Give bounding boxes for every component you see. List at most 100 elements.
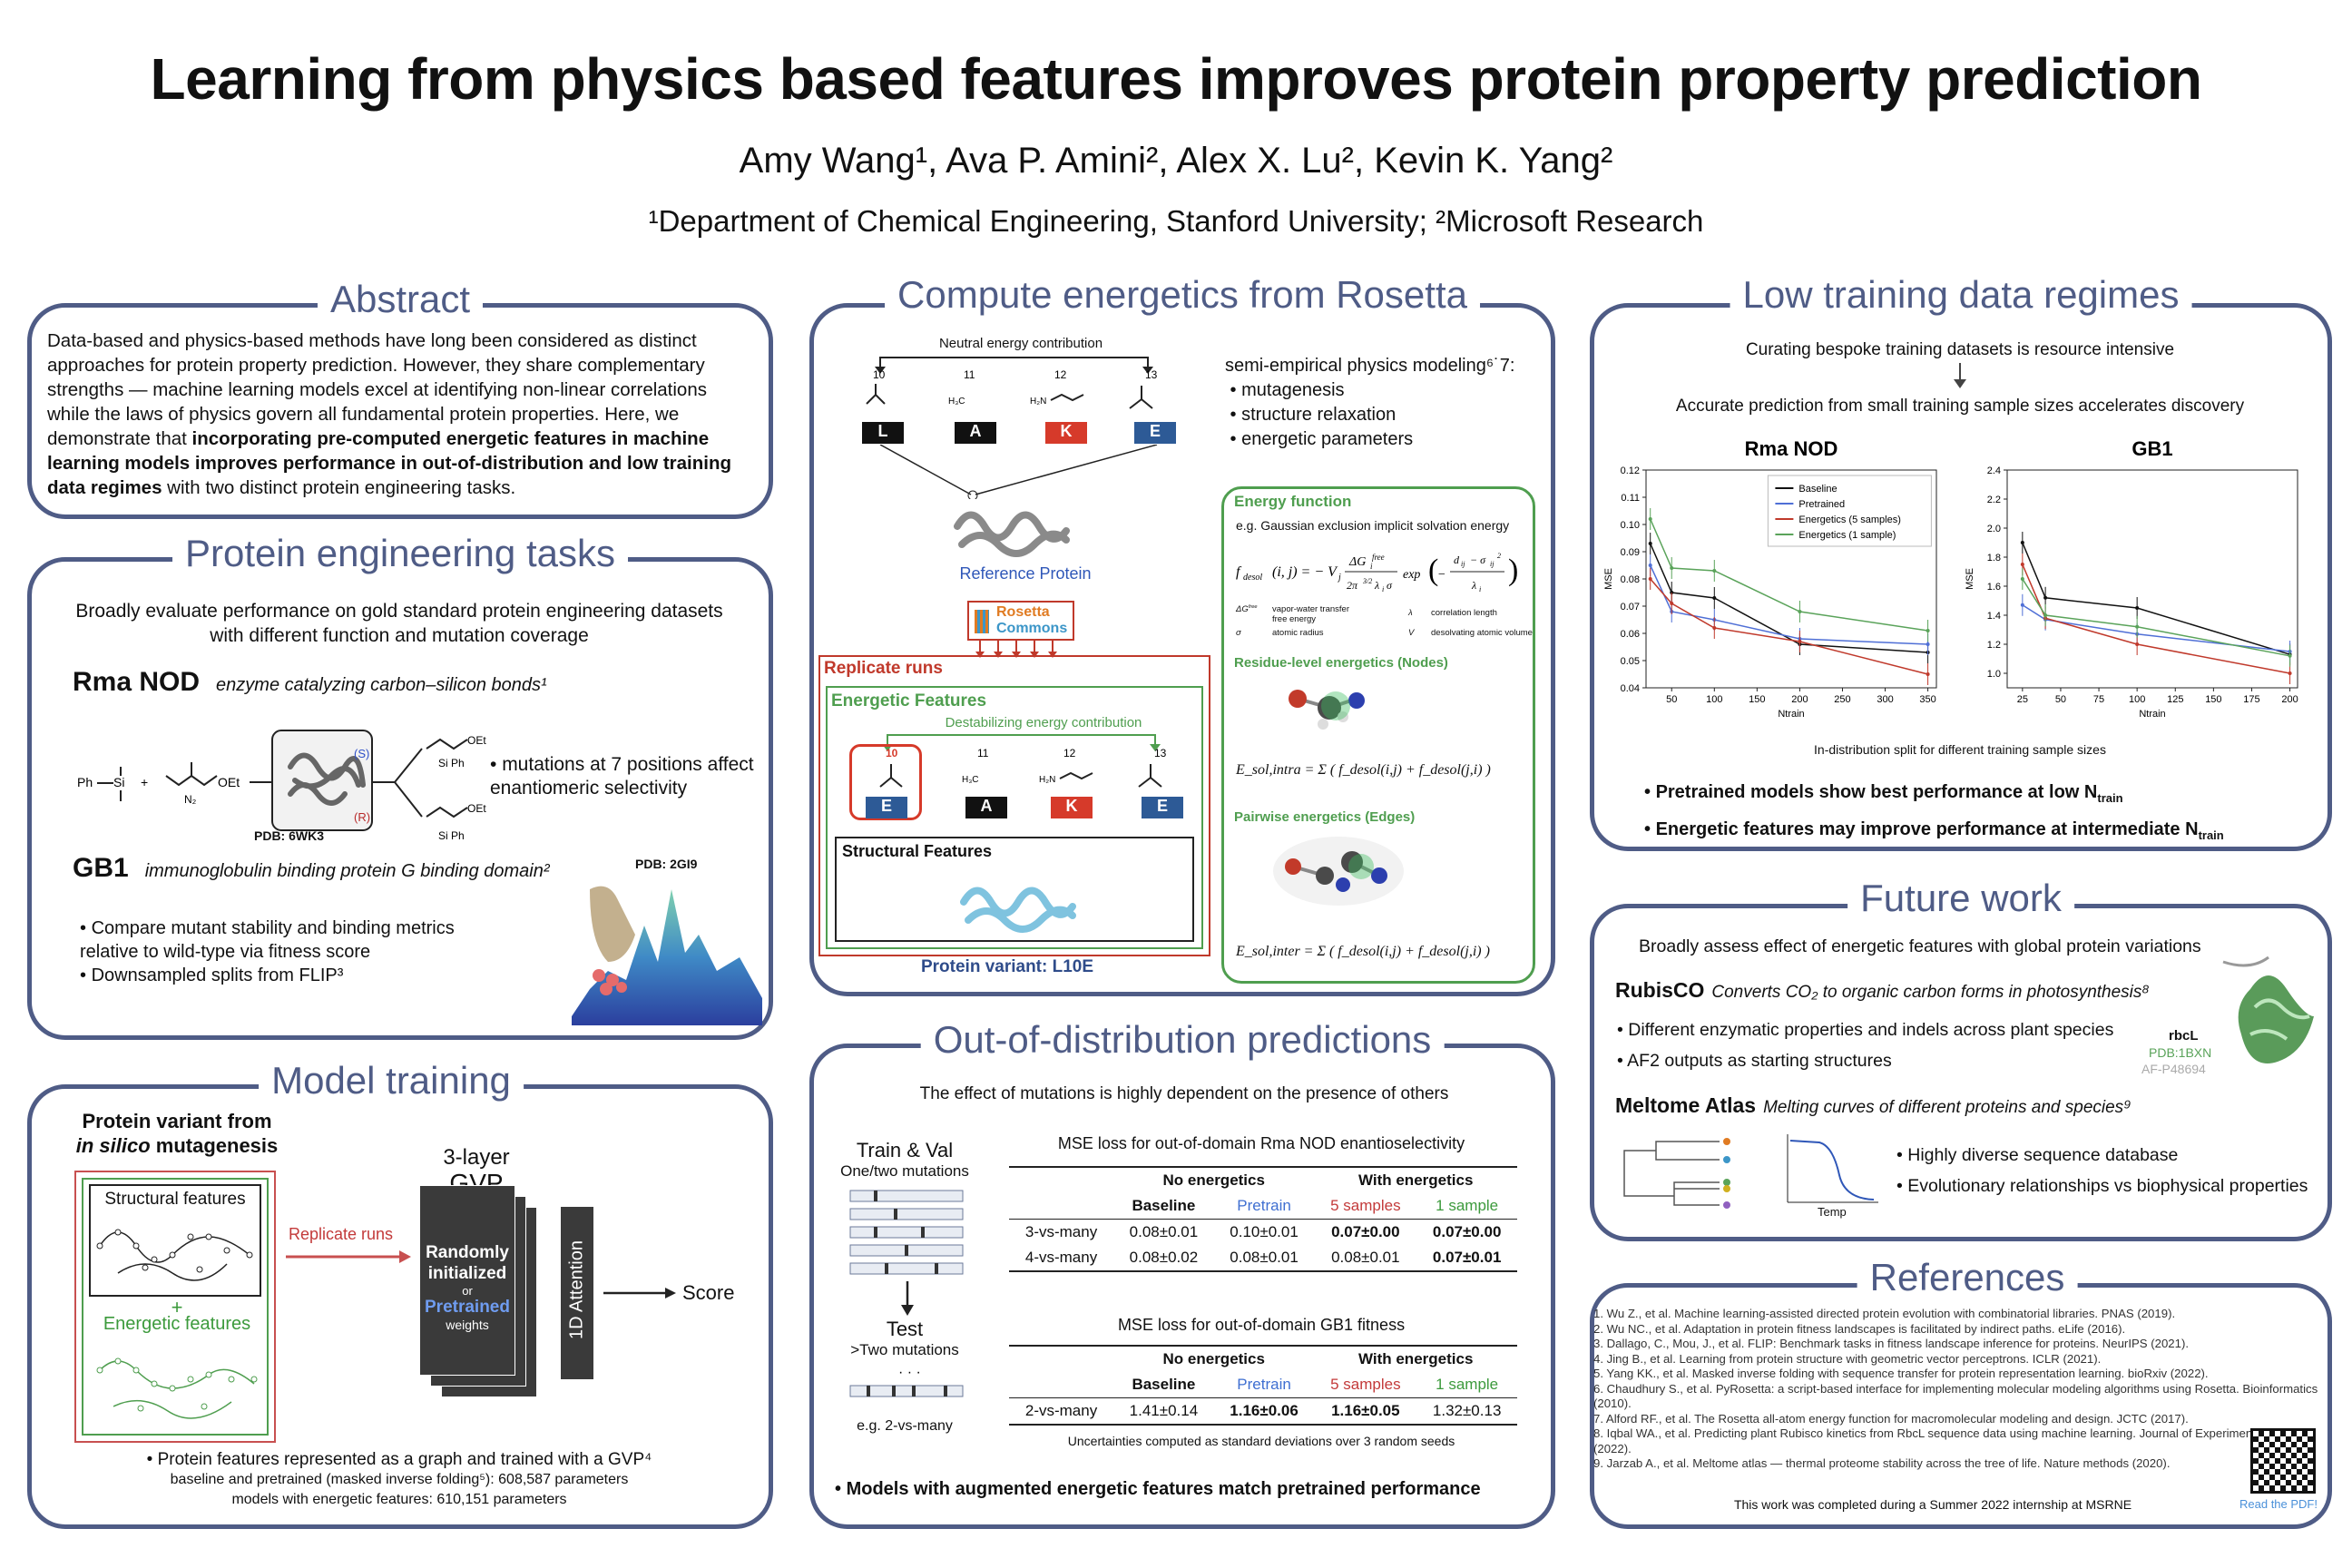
y-tick-label: 0.11	[1621, 493, 1640, 504]
rubisco-bullet-2: • AF2 outputs as starting structures	[1617, 1051, 1892, 1071]
data-point	[1926, 642, 1930, 646]
rma-bullet: • mutations at 7 positions affect enanti…	[490, 754, 754, 799]
y-tick-label: 1.6	[1987, 582, 2001, 593]
svg-text:i: i	[1370, 562, 1373, 571]
y-axis-label: MSE	[1603, 568, 1614, 590]
svg-text:OEt: OEt	[218, 775, 240, 789]
replicate-runs-heading: Replicate runs	[824, 659, 943, 678]
x-tick-label: 200	[1791, 694, 1808, 705]
training-notes: • Protein features represented as a grap…	[54, 1450, 744, 1510]
x-tick-label: 25	[2017, 694, 2028, 705]
abstract-text: Data-based and physics-based methods hav…	[47, 330, 731, 498]
svg-text:f: f	[1236, 564, 1242, 580]
y-tick-label: 0.08	[1621, 574, 1640, 585]
gb1-bullets: • Compare mutant stability and binding m…	[80, 916, 515, 987]
data-point	[1798, 610, 1802, 613]
svg-text:−: −	[1437, 568, 1446, 582]
y-tick-label: 0.12	[1621, 466, 1640, 476]
rosetta-title: Compute energetics from Rosetta	[885, 273, 1480, 317]
low-data-title: Low training data regimes	[1730, 273, 2192, 317]
energetic-features-heading: Energetic Features	[831, 691, 987, 710]
train-sequences	[849, 1190, 964, 1275]
svg-text:2π: 2π	[1347, 579, 1358, 592]
variant-frame-red	[74, 1171, 276, 1443]
y-tick-label: 1.2	[1987, 640, 2001, 651]
references-list: 1. Wu Z., et al. Machine learning-assist…	[1593, 1307, 2319, 1472]
svg-text:j: j	[1337, 573, 1341, 583]
svg-text:H₂N: H₂N	[1039, 775, 1055, 785]
x-tick-label: 100	[1706, 694, 1722, 705]
data-point	[1712, 569, 1717, 573]
reference-item: 1. Wu Z., et al. Machine learning-assist…	[1593, 1307, 2176, 1320]
data-point	[1798, 640, 1802, 643]
data-point	[1648, 542, 1652, 545]
low-down-arrow	[1954, 363, 1966, 388]
data-point	[2043, 613, 2048, 617]
destabilizing-label: Destabilizing energy contribution	[945, 715, 1142, 730]
x-tick-label: 150	[1749, 694, 1765, 705]
residue-bottom-E: E	[1142, 797, 1183, 818]
svg-text:λ: λ	[1471, 579, 1476, 592]
residue-top-L: L	[862, 422, 904, 444]
data-point	[1648, 517, 1652, 521]
scheme-s-label: (S)	[354, 747, 369, 760]
replicate-arrow	[286, 1250, 411, 1263]
variant-protein-image	[960, 887, 1076, 933]
svg-text:ij: ij	[1461, 560, 1465, 568]
plus-sign: +	[171, 1296, 183, 1318]
pos-10-bottom: 10	[886, 747, 898, 760]
reference-item: 3. Dallago, C., Mou, J., et al. FLIP: Be…	[1593, 1337, 2190, 1350]
svg-text:free: free	[1372, 553, 1385, 562]
qr-code[interactable]	[2250, 1428, 2316, 1494]
energetic-features-label: Energetic features	[103, 1314, 251, 1334]
reference-item: 2. Wu NC., et al. Adaptation in protein …	[1593, 1321, 2126, 1336]
svg-text:OEt: OEt	[467, 802, 486, 815]
gb1-fitness-landscape	[572, 886, 762, 1025]
gb1-bullet-2: • Downsampled splits from FLIP³	[80, 965, 344, 985]
ood-subtitle: The effect of mutations is highly depend…	[919, 1084, 1449, 1103]
y-tick-label: 2.2	[1987, 495, 2001, 505]
gb1-pdb-label: PDB: 2GI9	[635, 857, 698, 871]
x-tick-label: 200	[2281, 694, 2298, 705]
x-tick-label: 50	[2055, 694, 2066, 705]
x-tick-label: 100	[2129, 694, 2145, 705]
pos-13-top: 13	[1145, 368, 1158, 381]
plot-frame	[2006, 469, 2298, 689]
training-param-1: baseline and pretrained (masked inverse …	[170, 1472, 629, 1487]
data-point	[1926, 672, 1930, 676]
data-point	[1670, 566, 1674, 570]
edge-equation: E_sol,inter = Σ ( f_desol(i,j) + f_desol…	[1236, 944, 1490, 959]
legend-entry: Baseline	[1798, 484, 1837, 495]
rubisco-af-label: AF-P48694	[2141, 1062, 2206, 1076]
structural-features-frame: Structural Features	[835, 837, 1194, 942]
x-axis-label: Ntrain	[1778, 709, 1804, 720]
rma-pdb-label: PDB: 6WK3	[254, 828, 325, 843]
meltome-bullets: • Highly diverse sequence database • Evo…	[1896, 1140, 2323, 1201]
series-line-2	[2022, 564, 2290, 674]
series-line-1	[1650, 564, 1928, 645]
x-tick-label: 250	[1834, 694, 1850, 705]
svg-text:Si Ph: Si Ph	[438, 829, 465, 842]
svg-text:σ: σ	[1387, 579, 1393, 592]
svg-text:): )	[1508, 554, 1518, 587]
low-caption: In-distribution split for different trai…	[1814, 742, 2106, 757]
data-point	[2020, 541, 2024, 544]
reference-item: 7. Alford RF., et al. The Rosetta all-at…	[1593, 1411, 2189, 1426]
test-sequences: · · ·	[849, 1366, 964, 1397]
authors: Amy Wang¹, Ava P. Amini², Alex X. Lu², K…	[739, 141, 1613, 181]
svg-text:H₃C: H₃C	[948, 397, 965, 407]
reference-protein-label: Reference Protein	[959, 564, 1092, 583]
rubisco-bullet-1: • Different enzymatic properties and ind…	[1617, 1020, 2114, 1040]
y-tick-label: 0.05	[1621, 656, 1640, 667]
series-line-3	[2022, 578, 2290, 657]
replicate-runs-frame	[818, 655, 1210, 956]
ood-conclusion: • Models with augmented energetic featur…	[835, 1479, 1481, 1499]
read-pdf-link[interactable]: Read the PDF!	[2239, 1497, 2318, 1511]
attention-label: 1D Attention	[566, 1240, 587, 1339]
data-point	[2043, 595, 2048, 600]
svg-text:Ph: Ph	[77, 775, 93, 789]
